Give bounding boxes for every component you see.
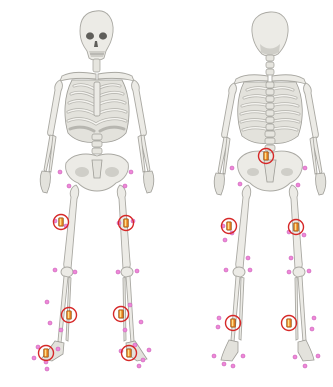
legs-front [41, 185, 147, 361]
sensor-left-shank-front [114, 307, 129, 322]
sensor-right-shank-back [282, 316, 297, 331]
legs-back [221, 185, 314, 361]
skeleton-front [32, 11, 154, 371]
skull-back [252, 12, 288, 56]
skeleton-back [212, 12, 326, 368]
spine-front [92, 134, 102, 154]
ribcage-front [65, 80, 129, 142]
skull-front [80, 11, 113, 60]
